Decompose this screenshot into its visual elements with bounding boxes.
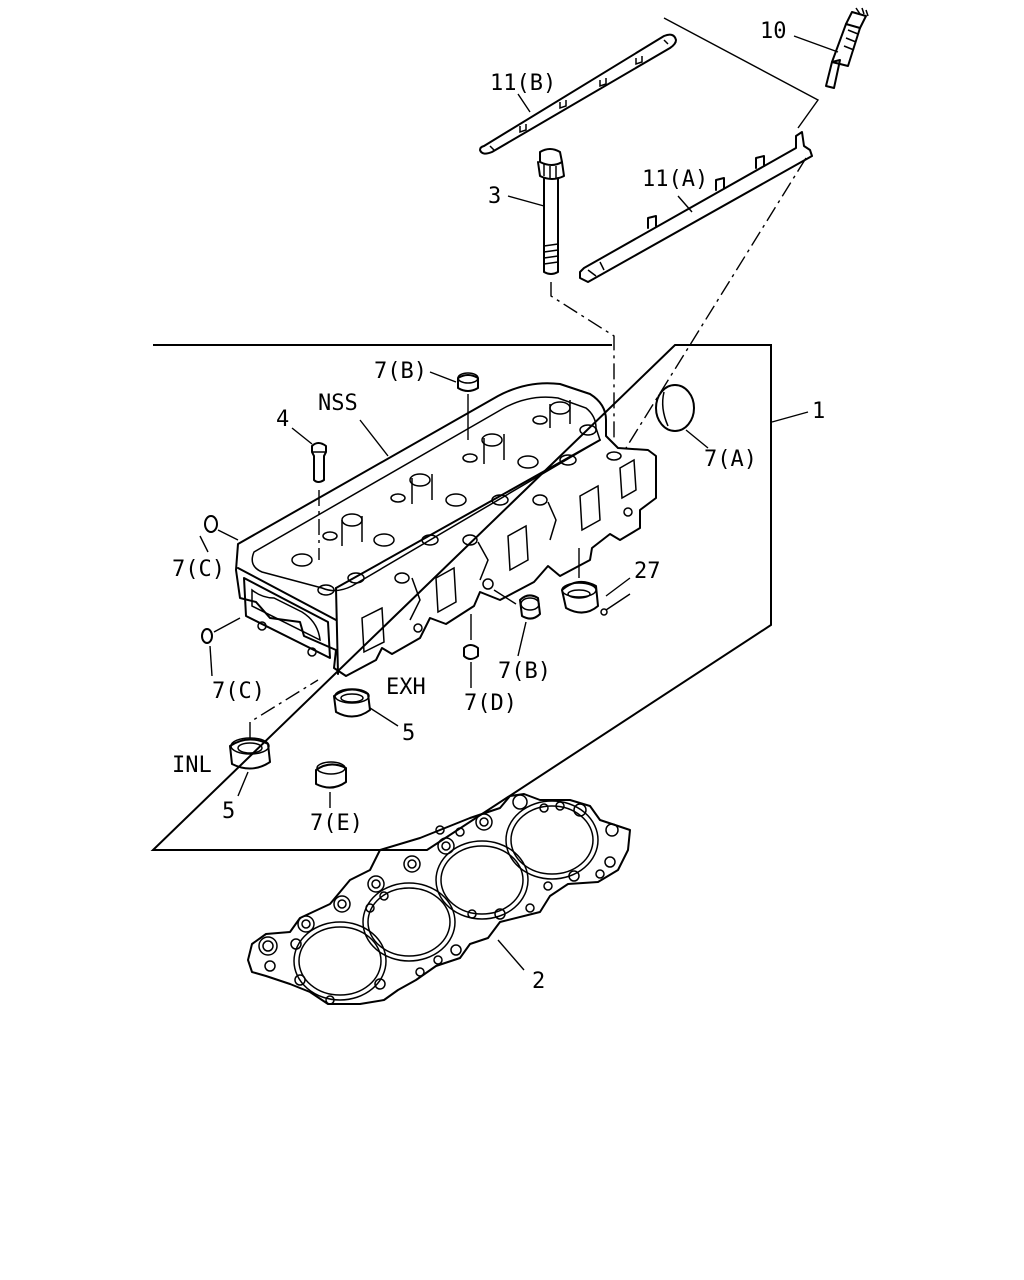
label-nss: NSS [318,391,358,416]
leader-4 [291,427,313,445]
plug-7c-bottom [201,628,213,644]
label-inl: INL [172,753,212,778]
nozzle-seat-27 [561,580,608,616]
connector-plate-b [479,33,677,155]
head-bolt [537,148,565,275]
plug-7c-bottom-line [213,617,241,633]
seal-5-exhaust [333,688,371,718]
leader-nss [359,419,389,457]
plug-7c-top [204,515,218,533]
leader-1 [771,411,809,423]
plug-7b-bottom [519,594,541,620]
glow-plug-reference-lines [663,17,820,129]
glow-plug [825,7,869,89]
plug-7d [463,644,479,660]
label-exh: EXH [386,675,426,700]
leader-5-right [369,707,399,727]
label-7b-bottom: 7(B) [498,659,551,684]
seal-5-intake [229,737,271,770]
plug-7b-top [457,372,479,392]
label-11b: 11(B) [490,71,556,96]
label-7d: 7(D) [464,691,517,716]
leader-7c-top [199,535,209,553]
expansion-plug-7a [655,384,695,432]
label-3: 3 [488,184,501,209]
leader-7a [685,429,709,449]
label-11a: 11(A) [642,167,708,192]
leader-27 [605,577,631,611]
label-2: 2 [532,969,545,994]
label-7c-bottom: 7(C) [212,679,265,704]
label-7c-top: 7(C) [172,557,225,582]
head-gasket [247,793,631,1005]
intake-seal-dashline [249,679,319,738]
leader-10 [793,35,839,53]
connector-plate-a [579,131,813,283]
leader-11a [677,195,693,213]
plug-7c-top-line [217,529,239,541]
label-27: 27 [634,559,661,584]
cylinder-head [235,382,657,677]
label-7b-top: 7(B) [374,359,427,384]
leader-11b [517,93,531,113]
label-10: 10 [760,19,787,44]
glow-plug-reference-dashline [625,157,807,449]
leader-7c-bottom [209,645,213,677]
leader-5-left [237,771,249,797]
label-5-left: 5 [222,799,235,824]
plug-7b-bottom-line [493,589,517,605]
leader-3 [507,195,545,207]
label-4: 4 [276,407,289,432]
assembly-frame [150,344,772,851]
label-1: 1 [812,399,825,424]
head-bolt-dashline [550,282,615,440]
label-5-right: 5 [402,721,415,746]
plug-7e [315,761,347,789]
leader-7b-bottom [517,621,527,657]
label-7e: 7(E) [310,811,363,836]
leader-7b-top [429,371,457,383]
leader-2 [497,939,525,971]
label-7a: 7(A) [704,447,757,472]
valve-guide [311,442,327,483]
